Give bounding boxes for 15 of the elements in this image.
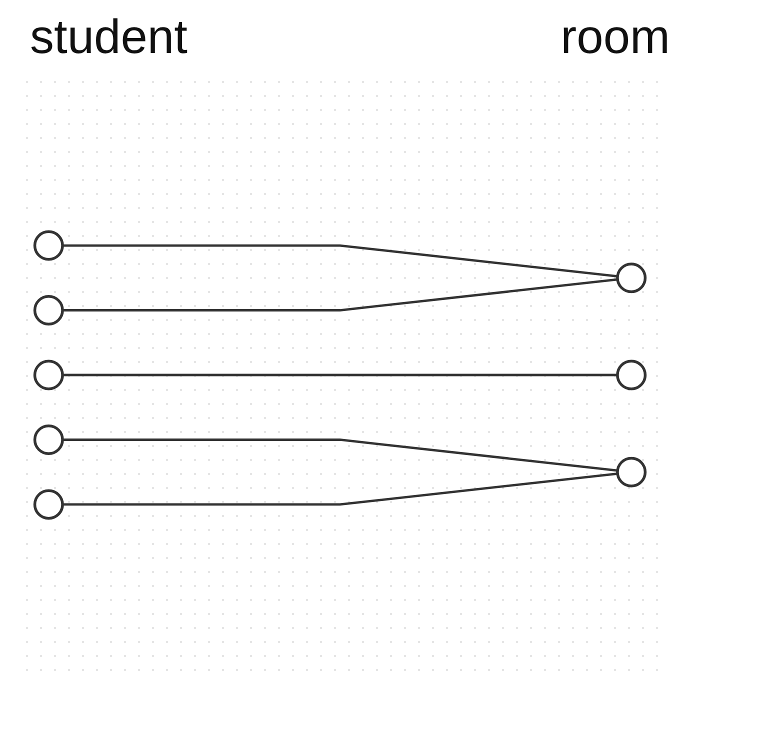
node-circle xyxy=(616,456,647,488)
node-circle xyxy=(33,230,64,261)
connector xyxy=(62,472,618,506)
node-circle xyxy=(33,489,64,520)
connector xyxy=(62,244,618,278)
column-heading: student xyxy=(30,10,188,65)
connector xyxy=(62,374,618,376)
column-heading: room xyxy=(560,10,670,65)
node-circle xyxy=(616,360,647,390)
connector xyxy=(62,438,618,472)
node-circle xyxy=(33,424,64,455)
node-circle xyxy=(33,295,64,326)
node-circle xyxy=(616,262,647,294)
node-circle xyxy=(33,360,64,390)
connector xyxy=(62,278,618,312)
